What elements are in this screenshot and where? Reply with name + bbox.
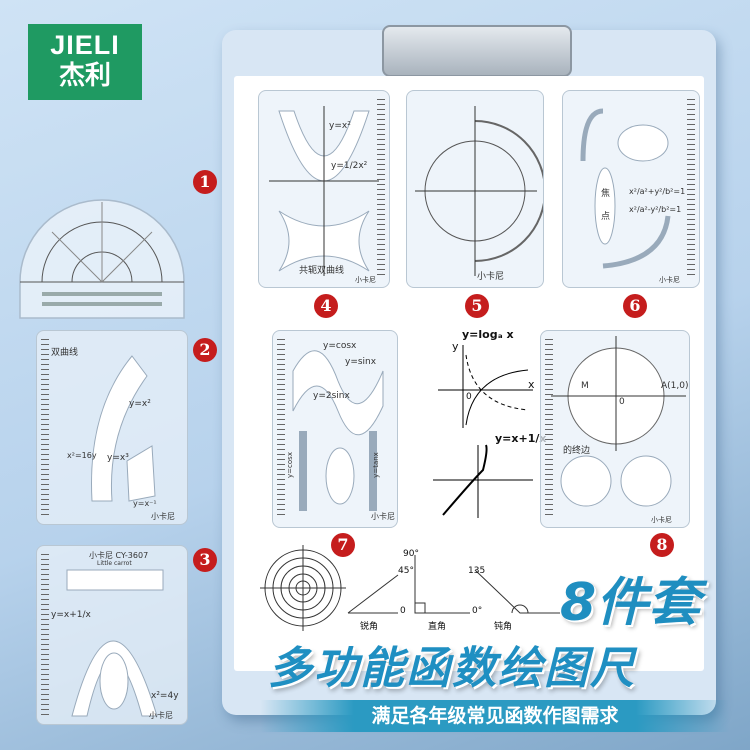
zero-degree: 0°	[472, 606, 483, 616]
label: y=2sinx	[313, 391, 350, 401]
marker-7: 7	[331, 533, 355, 557]
protractor-ruler	[19, 199, 185, 319]
ruler-parabola: y=x² y=1/2x² 共轭双曲线 小卡尼	[258, 90, 390, 288]
ruler-brand: 小卡尼	[371, 512, 395, 521]
angle-45: 45°	[398, 566, 414, 576]
label: 的终边	[563, 446, 591, 456]
right-label: 直角	[428, 622, 447, 632]
ruler-brand: 小卡尼	[659, 276, 680, 284]
ruler-curve: 小卡尼 CY-3607 Little carrot y=x+1/x x²=4y …	[36, 545, 188, 725]
marker-1: 1	[193, 170, 217, 194]
label: y=tanx	[371, 452, 380, 478]
label: y=x+1/x	[51, 610, 91, 620]
angle-90: 90°	[403, 549, 419, 559]
label: 点	[601, 212, 611, 222]
angle-135: 135	[468, 566, 486, 576]
ruler-circle: 小卡尼	[406, 90, 544, 288]
ruler-title: 双曲线	[51, 348, 79, 358]
zero: 0	[400, 606, 406, 616]
marker-3: 3	[193, 548, 217, 572]
ruler-trig: y=cosx y=sinx y=2sinx y=cosx y=tanx 小卡尼	[272, 330, 398, 528]
label: y=sinx	[345, 357, 377, 367]
axis-x: x	[528, 378, 535, 391]
ruler-brand: 小卡尼	[355, 276, 376, 284]
clipboard-clip	[382, 25, 572, 77]
marker-5: 5	[465, 294, 489, 318]
label: x²=4y	[151, 691, 179, 701]
label: A(1,0)	[661, 381, 689, 391]
label: x²/a²-y²/b²=1	[629, 205, 682, 214]
ruler-hyperbola: 双曲线 y=x² y=x³ x²=16y y=x⁻¹ 小卡尼	[36, 330, 188, 525]
marker-8: 8	[650, 533, 674, 557]
label: y=cosx	[323, 341, 357, 351]
set-count: 8件套	[560, 573, 701, 633]
label: M	[581, 381, 589, 391]
ruler-subtitle: Little carrot	[97, 560, 132, 567]
label: 共轭双曲线	[299, 266, 345, 276]
label: y=x³	[107, 453, 129, 463]
label: y=x²	[329, 121, 351, 131]
hook-graph	[433, 444, 533, 518]
marker-6: 6	[623, 294, 647, 318]
headline-title: 多功能函数绘图尺	[268, 643, 636, 694]
brand-logo: JIELI 杰利	[28, 24, 142, 100]
label: y=x⁻¹	[133, 499, 157, 508]
angle-diagram	[347, 555, 560, 614]
log-formula: y=logₐ x	[462, 328, 514, 341]
label: x²=16y	[67, 451, 97, 460]
label: 0	[619, 397, 625, 407]
marker-2: 2	[193, 338, 217, 362]
ruler-brand: 小卡尼	[651, 516, 672, 524]
ruler-title: 小卡尼 CY-3607	[89, 551, 149, 560]
target-rings	[260, 545, 346, 631]
hook-formula: y=x+1/x	[495, 432, 547, 445]
label: y=x²	[129, 399, 151, 409]
label: y=1/2x²	[331, 161, 368, 171]
origin: 0	[466, 392, 472, 402]
label: y=cosx	[285, 452, 294, 478]
acute-label: 锐角	[360, 622, 379, 632]
brand-en: JIELI	[50, 30, 120, 60]
ruler-unit-circle: M A(1,0) 0 的终边 小卡尼	[540, 330, 690, 528]
log-graph	[438, 345, 533, 428]
headline-subtitle: 满足各年级常见函数作图需求	[260, 700, 730, 732]
brand-cn: 杰利	[58, 61, 111, 91]
ruler-brand: 小卡尼	[149, 711, 173, 720]
ruler-brand: 小卡尼	[151, 512, 175, 521]
obtuse-label: 钝角	[494, 622, 513, 632]
label: 焦	[601, 189, 611, 199]
label: x²/a²+y²/b²=1	[629, 187, 686, 196]
ruler-brand: 小卡尼	[477, 272, 505, 282]
axis-y: y	[452, 340, 459, 353]
marker-4: 4	[314, 294, 338, 318]
ruler-ellipse: 焦 点 x²/a²+y²/b²=1 x²/a²-y²/b²=1 小卡尼	[562, 90, 700, 288]
